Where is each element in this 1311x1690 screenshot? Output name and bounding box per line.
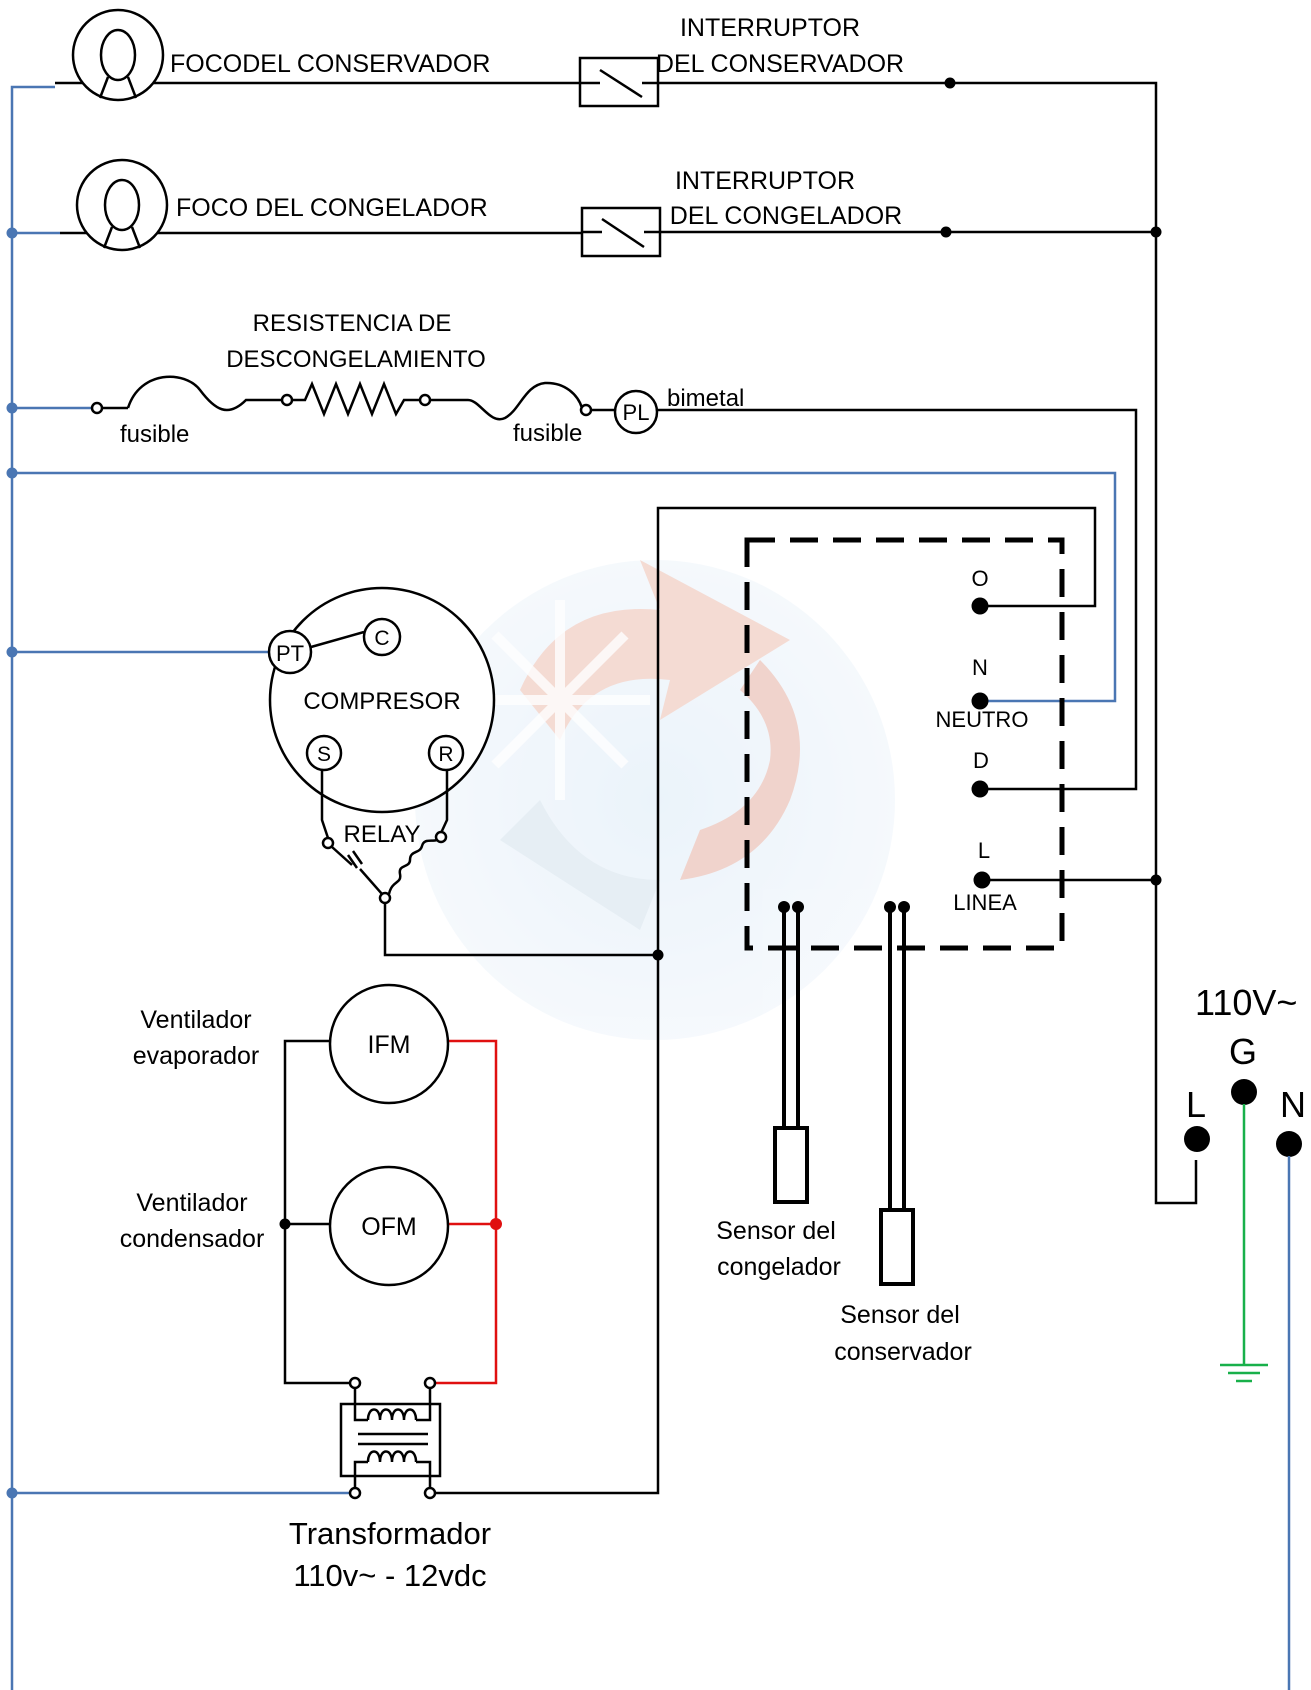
terminal-d-label: D <box>973 748 989 773</box>
evap-label-1: Ventilador <box>140 1006 251 1034</box>
terminal-o <box>971 597 989 615</box>
lamp-congelador-label: FOCO DEL CONGELADOR <box>176 194 488 222</box>
fan-ifm: IFM Ventilador evaporador <box>133 983 450 1105</box>
switch-conservador-label-1: INTERRUPTOR <box>680 14 860 42</box>
transformer-label-2: 110v~ - 12vdc <box>293 1558 486 1593</box>
g-label: G <box>1229 1031 1257 1072</box>
terminal-n <box>971 692 989 710</box>
terminal-linea-label: LINEA <box>953 890 1017 915</box>
pt-terminal-label: PT <box>276 641 304 666</box>
lamp-congelador: FOCO DEL CONGELADOR <box>60 158 582 252</box>
neutral-bus <box>6 85 1117 1690</box>
defrost-circuit: RESISTENCIA DE DESCONGELAMIENTO PL fusib… <box>90 310 1138 791</box>
switch-congelador-label-2: DEL CONGELADOR <box>670 202 902 230</box>
cond-label-2: condensador <box>120 1225 265 1253</box>
terminal-neutro-label: NEUTRO <box>936 707 1029 732</box>
relay: RELAY <box>320 770 664 961</box>
fuse-left-label: fusible <box>120 421 189 448</box>
compressor-label: COMPRESOR <box>303 688 460 715</box>
sensor-congelador: Sensor del congelador <box>716 901 841 1281</box>
fan-circuit <box>279 1039 502 1385</box>
sensor-conservador-label-2: conservador <box>834 1338 972 1366</box>
sensor-conservador-label-1: Sensor del <box>840 1301 960 1329</box>
fan-ofm: OFM Ventilador condensador <box>120 1165 450 1287</box>
evap-label-2: evaporador <box>133 1042 259 1070</box>
sensor-congelador-label-1: Sensor del <box>716 1217 836 1245</box>
terminal-d <box>971 780 989 798</box>
neutral-pin <box>1276 1131 1302 1157</box>
cond-label-1: Ventilador <box>136 1189 247 1217</box>
r-terminal-label: R <box>438 743 453 766</box>
c-terminal-label: C <box>374 627 389 650</box>
compressor: PT C COMPRESOR S R <box>267 586 496 814</box>
terminal-n-label: N <box>972 655 988 680</box>
terminal-l-label: L <box>978 838 990 863</box>
l-label: L <box>1186 1084 1206 1125</box>
control-board: O N NEUTRO D L LINEA <box>656 506 1097 1424</box>
sensor-congelador-label-2: congelador <box>717 1253 841 1281</box>
terminal-o-label: O <box>971 566 988 591</box>
relay-label: RELAY <box>344 821 421 848</box>
pl-label: PL <box>623 400 650 425</box>
switch-congelador-label-1: INTERRUPTOR <box>675 167 855 195</box>
lamp-conservador-label: FOCODEL CONSERVADOR <box>170 50 490 78</box>
terminal-l <box>973 871 991 889</box>
s-terminal-label: S <box>317 743 331 766</box>
line-pin <box>1184 1126 1210 1152</box>
ifm-label: IFM <box>367 1031 410 1059</box>
transformer-label-1: Transformador <box>289 1516 491 1551</box>
ground-pin <box>1231 1079 1257 1105</box>
lamp-conservador: FOCODEL CONSERVADOR <box>55 8 580 102</box>
voltage-label: 110V~ <box>1195 982 1297 1023</box>
sensor-conservador: Sensor del conservador <box>834 901 972 1366</box>
power-supply: 110V~ G L N <box>1184 982 1306 1690</box>
switch-congelador: INTERRUPTOR DEL CONGELADOR <box>580 167 952 258</box>
bimetal-label: bimetal <box>667 385 744 412</box>
switch-conservador: INTERRUPTOR DEL CONSERVADOR <box>578 14 956 108</box>
line-bus <box>946 81 1198 1205</box>
watermark-logo <box>415 560 895 1040</box>
ofm-label: OFM <box>361 1213 417 1241</box>
fuse-right-label: fusible <box>513 420 582 447</box>
defrost-title-1: RESISTENCIA DE <box>253 310 452 337</box>
transformer: Transformador 110v~ - 12vdc <box>289 1376 660 1593</box>
switch-conservador-label-2: DEL CONSERVADOR <box>656 50 904 78</box>
defrost-title-2: DESCONGELAMIENTO <box>226 346 486 373</box>
n-label: N <box>1280 1084 1306 1125</box>
